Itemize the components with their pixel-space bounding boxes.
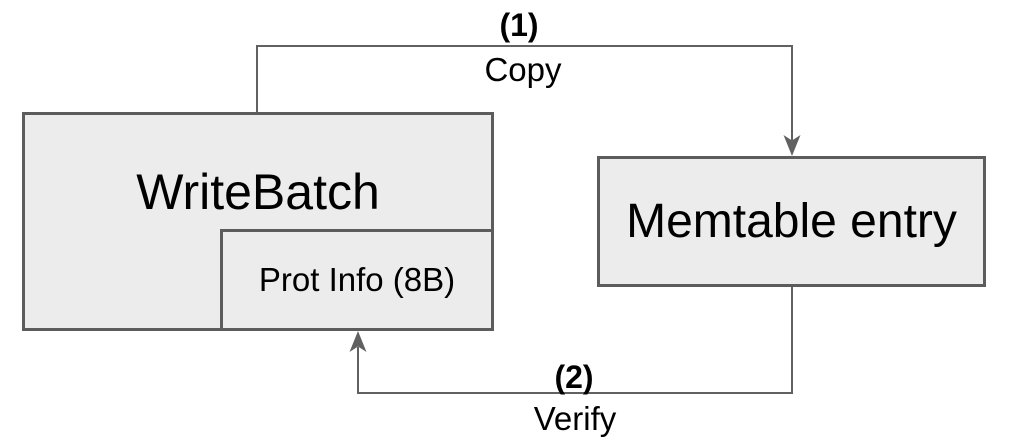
copy-label: Copy — [484, 51, 562, 88]
memtable-entry-box: Memtable entry — [597, 156, 986, 287]
copy-arrowhead-down-icon — [783, 135, 801, 156]
memtable-entry-label: Memtable entry — [626, 195, 957, 248]
verify-arrowhead-up-icon — [349, 331, 367, 352]
prot-info-label: Prot Info (8B) — [258, 261, 456, 298]
writebatch-label: WriteBatch — [136, 164, 380, 220]
verify-edge-line — [357, 287, 793, 394]
prot-info-box: Prot Info (8B) — [220, 229, 494, 331]
verify-step-label: (2) — [554, 359, 594, 395]
copy-step-label: (1) — [499, 7, 539, 43]
verify-label: Verify — [533, 400, 617, 437]
copy-edge-line — [256, 45, 793, 141]
